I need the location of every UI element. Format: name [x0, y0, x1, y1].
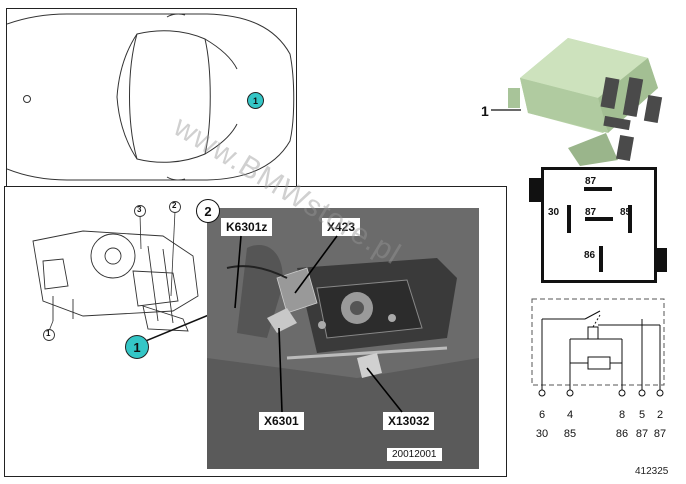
- face-pin-87-top: 87: [585, 176, 597, 187]
- relay-face-tab-left: [529, 178, 541, 202]
- connector-label-x423: X423: [322, 218, 361, 236]
- schematic-pin-4: 4: [566, 409, 574, 421]
- schematic-terminal-85: 85: [563, 428, 577, 440]
- part-number-label: 1: [481, 103, 489, 119]
- photo-illustration: [207, 208, 479, 469]
- small-marker-1: 1: [46, 329, 51, 338]
- schematic-pin-8: 8: [618, 409, 626, 421]
- car-top-view-outline: [7, 13, 295, 181]
- detail-panel: 3 2 1 1 K6301z X423 X6301 X13032 200120: [4, 186, 507, 477]
- callout-marker-top: 1: [247, 92, 264, 109]
- face-pin-86: 86: [584, 250, 596, 261]
- schematic-terminal-30: 30: [535, 428, 549, 440]
- schematic-terminal-87b: 87: [653, 428, 667, 440]
- schematic-diagram: [531, 298, 665, 397]
- interior-sketch: [32, 201, 199, 341]
- relay-face-tab-right: [657, 248, 667, 272]
- relay-face: 87 87 30 85 86: [541, 167, 657, 283]
- detail-photo: K6301z X423 X6301 X13032 20012001: [207, 208, 479, 469]
- face-pin-87-center: 87: [585, 207, 597, 218]
- connector-label-x13032: X13032: [383, 412, 435, 430]
- photo-code: 20012001: [387, 448, 442, 461]
- reference-number: 412325: [635, 466, 669, 477]
- top-view-panel: 1: [6, 8, 297, 188]
- callout-marker-detail: 1: [125, 335, 149, 359]
- small-marker-2: 2: [172, 201, 177, 210]
- face-pin-85: 85: [620, 207, 632, 218]
- relay-schematic: 6 4 8 5 2 30 85 86 87 87: [530, 297, 668, 445]
- face-pin-30: 30: [548, 207, 560, 218]
- panel-number: 2: [196, 199, 220, 223]
- schematic-terminal-86: 86: [615, 428, 629, 440]
- relay-illustration: [508, 38, 663, 166]
- connector-leader-lines: [234, 235, 403, 413]
- connector-label-x6301: X6301: [259, 412, 304, 430]
- schematic-terminal-87a: 87: [635, 428, 649, 440]
- relay-face-pins: [567, 187, 632, 272]
- schematic-pin-6: 6: [538, 409, 546, 421]
- schematic-pin-5: 5: [638, 409, 646, 421]
- small-marker-3: 3: [137, 205, 142, 214]
- part-leader-line: [491, 109, 521, 111]
- schematic-pin-2: 2: [656, 409, 664, 421]
- connector-label-k6301z: K6301z: [221, 218, 273, 236]
